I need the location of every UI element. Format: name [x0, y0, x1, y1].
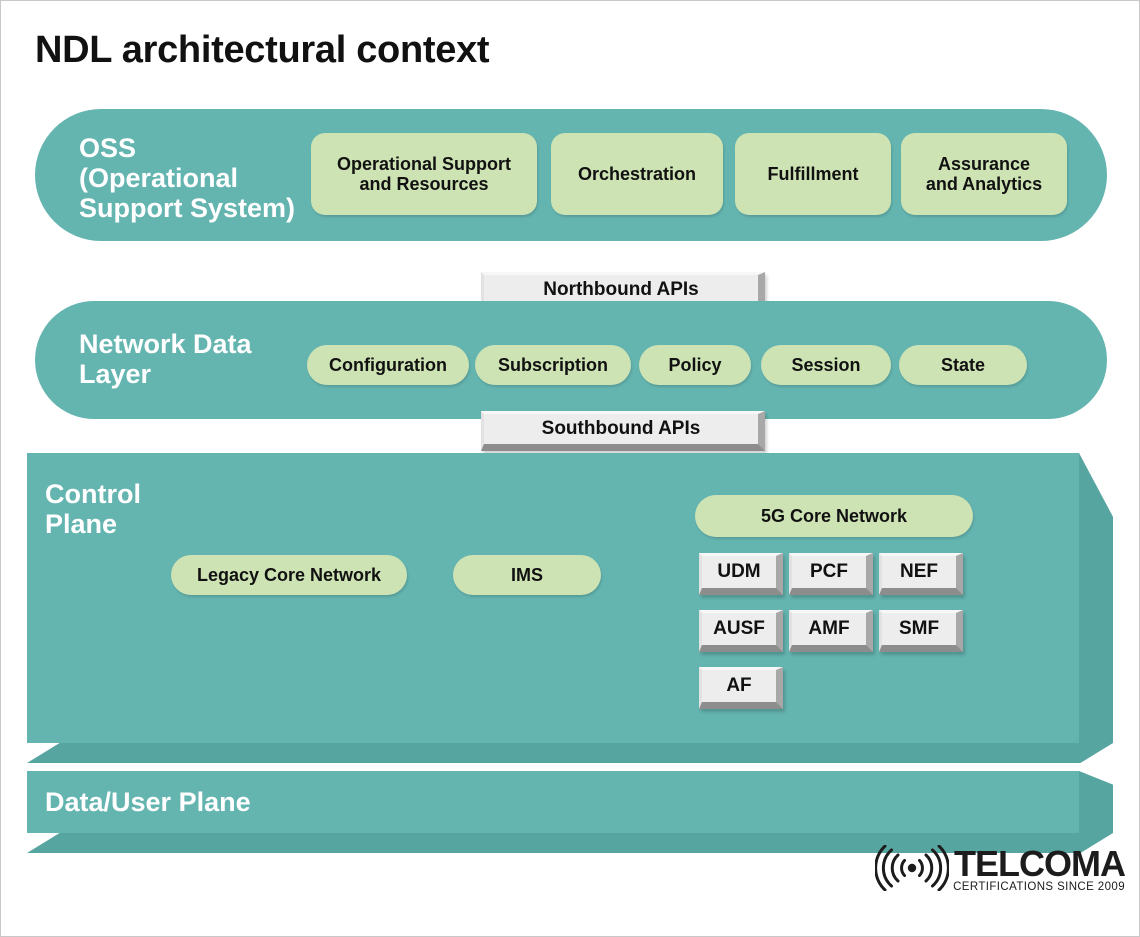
oss-item-label: Orchestration — [577, 163, 697, 184]
network-function-label: SMF — [898, 618, 940, 639]
ndl-item-policy[interactable]: Policy — [639, 345, 751, 385]
data-user-plane-band: Data/User Plane — [27, 771, 1113, 853]
control-plane-right-edge — [1079, 453, 1113, 743]
page-title: NDL architectural context — [35, 29, 490, 71]
ndl-item-session[interactable]: Session — [761, 345, 891, 385]
northbound-apis-label: Northbound APIs — [543, 279, 699, 300]
network-data-layer-band: Network Data Layer Configuration Subscri… — [35, 301, 1107, 419]
network-function-amf[interactable]: AMF — [789, 610, 873, 652]
network-function-nef[interactable]: NEF — [879, 553, 963, 595]
network-function-pcf[interactable]: PCF — [789, 553, 873, 595]
network-data-layer-label: Network Data Layer — [79, 329, 252, 390]
control-plane-item-label: IMS — [510, 564, 543, 585]
ndl-item-label: Policy — [668, 354, 722, 375]
southbound-apis-box[interactable]: Southbound APIs — [481, 411, 765, 451]
oss-item-label: Assurance and Analytics — [925, 153, 1043, 194]
ndl-item-configuration[interactable]: Configuration — [307, 345, 469, 385]
oss-item-orchestration[interactable]: Orchestration — [551, 133, 723, 215]
logo-text: TELCOMA CERTIFICATIONS SINCE 2009 — [953, 842, 1126, 895]
control-plane-item-legacy-core-network[interactable]: Legacy Core Network — [171, 555, 407, 595]
southbound-apis-label: Southbound APIs — [541, 418, 701, 439]
network-function-label: NEF — [900, 561, 938, 582]
control-plane-item-label: Legacy Core Network — [196, 564, 382, 585]
ndl-item-state[interactable]: State — [899, 345, 1027, 385]
network-function-smf[interactable]: SMF — [879, 610, 963, 652]
oss-layer-label: OSS (Operational Support System) — [79, 133, 296, 224]
data-user-plane-bottom-edge — [27, 833, 1113, 853]
network-function-label: AMF — [808, 618, 850, 639]
ndl-item-label: Subscription — [497, 354, 608, 375]
oss-item-operational-support-and-resources[interactable]: Operational Support and Resources — [311, 133, 537, 215]
control-plane-item-label: 5G Core Network — [760, 505, 908, 526]
data-user-plane-face — [27, 771, 1079, 833]
ndl-item-label: Session — [791, 354, 861, 375]
control-plane-item-5g-core-network[interactable]: 5G Core Network — [695, 495, 973, 537]
network-function-ausf[interactable]: AUSF — [699, 610, 783, 652]
control-plane-label: Control Plane — [45, 479, 141, 540]
telcoma-logo: TELCOMA CERTIFICATIONS SINCE 2009 — [874, 842, 1126, 896]
network-function-label: PCF — [810, 561, 848, 582]
network-function-label: UDM — [717, 561, 761, 582]
network-function-label: AUSF — [713, 618, 765, 639]
radio-waves-icon — [874, 844, 950, 896]
oss-item-assurance-and-analytics[interactable]: Assurance and Analytics — [901, 133, 1067, 215]
oss-item-label: Operational Support and Resources — [336, 153, 511, 194]
oss-item-label: Fulfillment — [767, 163, 859, 184]
data-user-plane-right-edge — [1079, 771, 1113, 833]
oss-item-fulfillment[interactable]: Fulfillment — [735, 133, 891, 215]
ndl-item-subscription[interactable]: Subscription — [475, 345, 631, 385]
control-plane-band: Control Plane Legacy Core Network IMS 5G… — [27, 453, 1113, 763]
network-function-udm[interactable]: UDM — [699, 553, 783, 595]
network-function-label: AF — [726, 675, 752, 696]
data-user-plane-label: Data/User Plane — [45, 787, 251, 817]
logo-wordmark: TELCOMA — [954, 842, 1126, 884]
ndl-item-label: Configuration — [329, 354, 447, 375]
oss-layer-band: OSS (Operational Support System) Operati… — [35, 109, 1107, 241]
logo-tagline: CERTIFICATIONS SINCE 2009 — [953, 880, 1125, 893]
control-plane-item-ims[interactable]: IMS — [453, 555, 601, 595]
control-plane-bottom-edge — [27, 743, 1113, 763]
network-function-af[interactable]: AF — [699, 667, 783, 709]
ndl-item-label: State — [940, 354, 985, 375]
